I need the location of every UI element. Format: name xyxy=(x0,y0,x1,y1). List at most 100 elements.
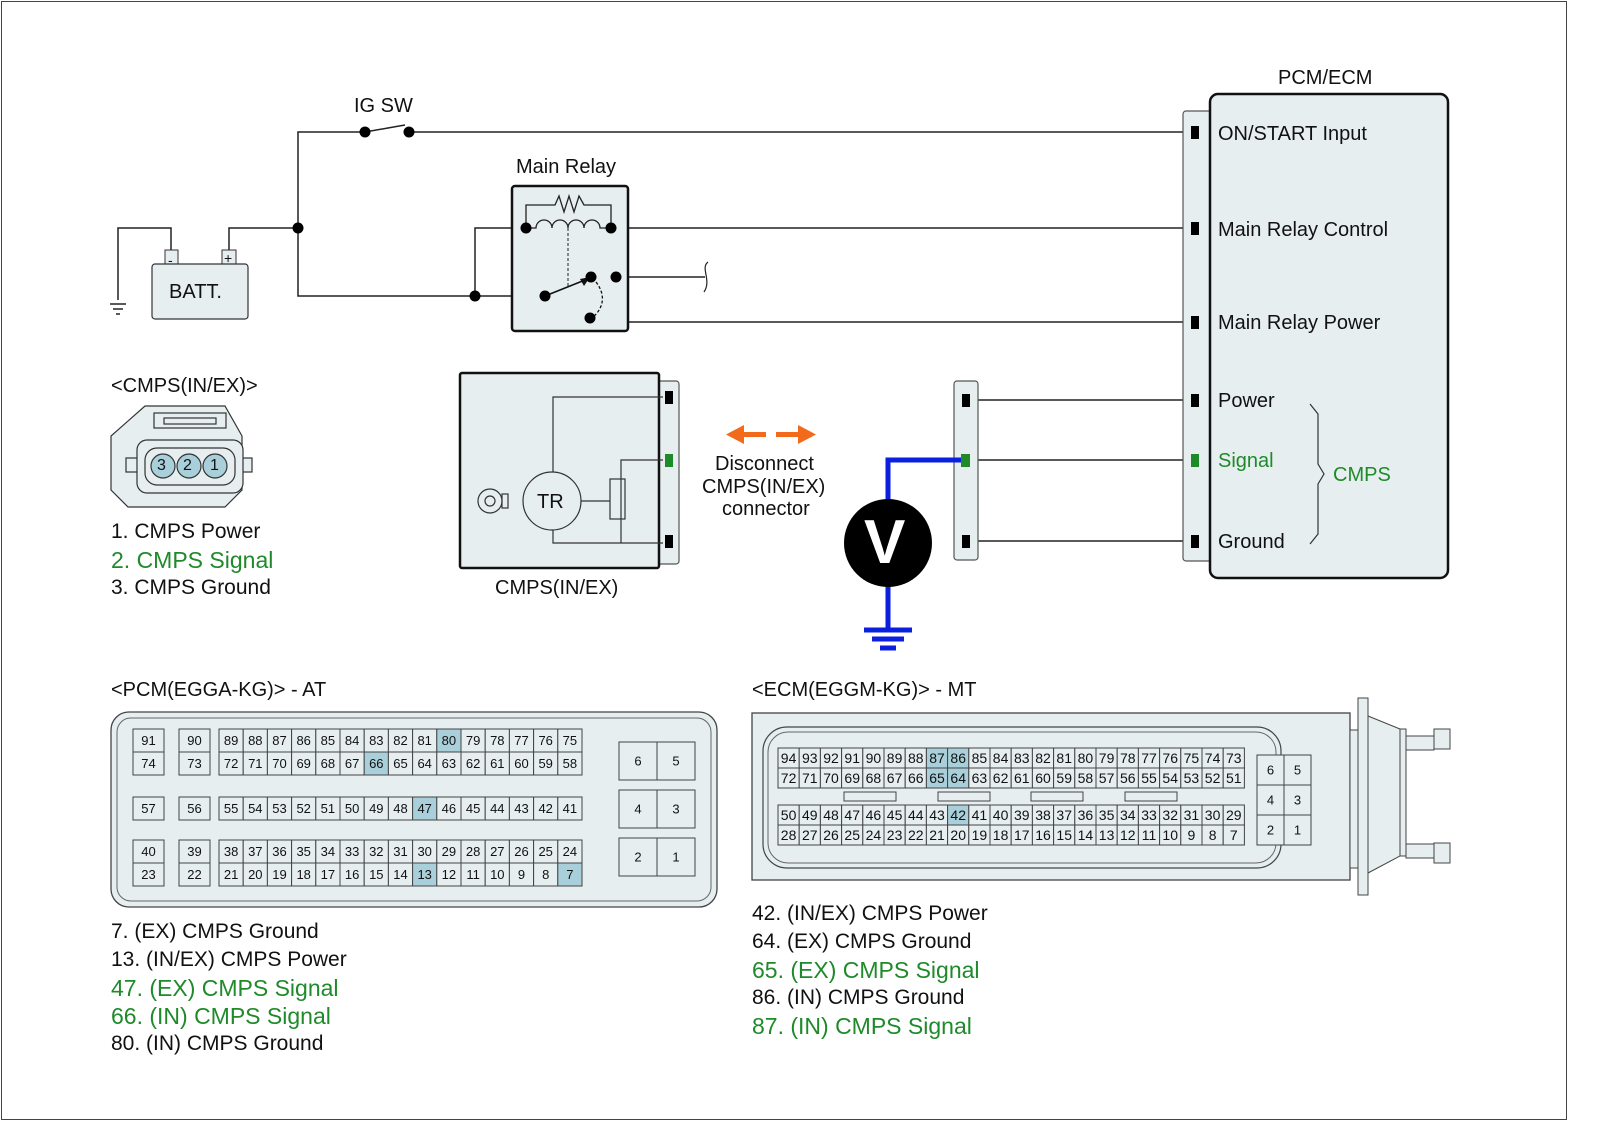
pin-number: 2 xyxy=(634,850,641,865)
pin-number: 31 xyxy=(393,844,407,859)
pin-number: 72 xyxy=(781,770,797,786)
pin-cell xyxy=(132,862,165,887)
pin-number: 10 xyxy=(490,867,504,882)
pin-number: 71 xyxy=(248,756,262,771)
pin-number: 60 xyxy=(1035,770,1051,786)
pin-number: 59 xyxy=(538,756,552,771)
pin-number: 61 xyxy=(490,756,504,771)
ecu-pin-main-relay-power: Main Relay Power xyxy=(1218,312,1381,334)
pin-number: 7 xyxy=(566,867,573,882)
legend-item: 87. (IN) CMPS Signal xyxy=(752,1013,972,1039)
pin-number: 24 xyxy=(563,844,577,859)
pin-number: 10 xyxy=(1162,827,1178,843)
pin-number: 80 xyxy=(1078,750,1094,766)
pin-number: 34 xyxy=(321,844,335,859)
pin-number: 39 xyxy=(1014,807,1030,823)
ecu-pin-power: Power xyxy=(1218,390,1275,412)
pin-number: 46 xyxy=(866,807,882,823)
pin-number: 33 xyxy=(345,844,359,859)
pin-number: 19 xyxy=(972,827,988,843)
battery-positive-label: + xyxy=(224,250,233,266)
ig-switch-label: IG SW xyxy=(354,95,413,117)
pin-number: 15 xyxy=(369,867,383,882)
pin-number: 77 xyxy=(1141,750,1157,766)
pin-cell xyxy=(557,796,583,821)
pin-number: 84 xyxy=(345,733,359,748)
pin-number: 41 xyxy=(972,807,988,823)
pin-cell xyxy=(656,741,696,781)
pin-number: 75 xyxy=(563,733,577,748)
cmps-group-label: CMPS xyxy=(1333,464,1391,486)
pin-number: 4 xyxy=(634,802,641,817)
pin-number: 58 xyxy=(1078,770,1094,786)
sensor-inner-label: TR xyxy=(537,491,564,513)
pin-number: 66 xyxy=(369,756,383,771)
pin-number: 18 xyxy=(296,867,310,882)
legend-item: 2. CMPS Signal xyxy=(111,547,274,573)
ecu-pin-signal: Signal xyxy=(1218,450,1274,472)
pin-number: 69 xyxy=(844,770,860,786)
pin-number: 42 xyxy=(538,801,552,816)
pin-number: 85 xyxy=(972,750,988,766)
pin-number: 40 xyxy=(993,807,1009,823)
pin-number: 87 xyxy=(929,750,945,766)
pin-number: 15 xyxy=(1056,827,1072,843)
pin-number: 17 xyxy=(1014,827,1030,843)
pin-number: 53 xyxy=(272,801,286,816)
pin-number: 70 xyxy=(823,770,839,786)
pin-number: 9 xyxy=(1188,827,1196,843)
pin-number: 8 xyxy=(1209,827,1217,843)
pin-cell xyxy=(557,862,583,887)
pin-number: 32 xyxy=(369,844,383,859)
pin-number: 31 xyxy=(1184,807,1200,823)
pin-number: 28 xyxy=(466,844,480,859)
pin-cell xyxy=(618,789,658,829)
pin-number: 43 xyxy=(514,801,528,816)
pin-number: 23 xyxy=(887,827,903,843)
pin-number: 90 xyxy=(866,750,882,766)
legend-item: 80. (IN) CMPS Ground xyxy=(111,1032,324,1055)
pin-number: 76 xyxy=(538,733,552,748)
legend-item: 47. (EX) CMPS Signal xyxy=(111,975,339,1001)
pin-number: 48 xyxy=(823,807,839,823)
pin-number: 32 xyxy=(1162,807,1178,823)
battery-negative-wire xyxy=(117,227,172,300)
pin-number: 38 xyxy=(224,844,238,859)
pin-number: 60 xyxy=(514,756,528,771)
ecu-pin-on-start: ON/START Input xyxy=(1218,123,1367,145)
ecu-connector-strip xyxy=(1182,110,1214,562)
pin-number: 27 xyxy=(490,844,504,859)
pin-number: 61 xyxy=(1014,770,1030,786)
pin-number: 44 xyxy=(908,807,924,823)
pin-number: 55 xyxy=(224,801,238,816)
cmps-pin-2: 2 xyxy=(183,457,192,474)
pin-number: 81 xyxy=(1056,750,1072,766)
pin-number: 28 xyxy=(781,827,797,843)
pin-number: 19 xyxy=(272,867,286,882)
pin-number: 13 xyxy=(417,867,431,882)
legend-item: 42. (IN/EX) CMPS Power xyxy=(752,902,988,925)
pin-number: 5 xyxy=(672,754,679,769)
legend-item: 3. CMPS Ground xyxy=(111,576,271,599)
relay-feed-wire xyxy=(297,228,475,297)
pin-number: 57 xyxy=(1099,770,1115,786)
pin-number: 37 xyxy=(1056,807,1072,823)
pin-number: 86 xyxy=(296,733,310,748)
pin-number: 23 xyxy=(141,867,155,882)
pin-number: 25 xyxy=(844,827,860,843)
pin-number: 1 xyxy=(1294,823,1301,838)
battery-icon xyxy=(151,263,249,320)
pin-number: 71 xyxy=(802,770,818,786)
pin-number: 63 xyxy=(972,770,988,786)
pin-number: 82 xyxy=(393,733,407,748)
pin-cell xyxy=(1283,814,1312,846)
pin-number: 87 xyxy=(272,733,286,748)
pin-number: 25 xyxy=(538,844,552,859)
pin-cell xyxy=(1222,767,1245,789)
pin-number: 65 xyxy=(929,770,945,786)
voltmeter-icon xyxy=(844,499,932,587)
pin-number: 26 xyxy=(514,844,528,859)
pin-number: 88 xyxy=(908,750,924,766)
pin-number: 67 xyxy=(345,756,359,771)
